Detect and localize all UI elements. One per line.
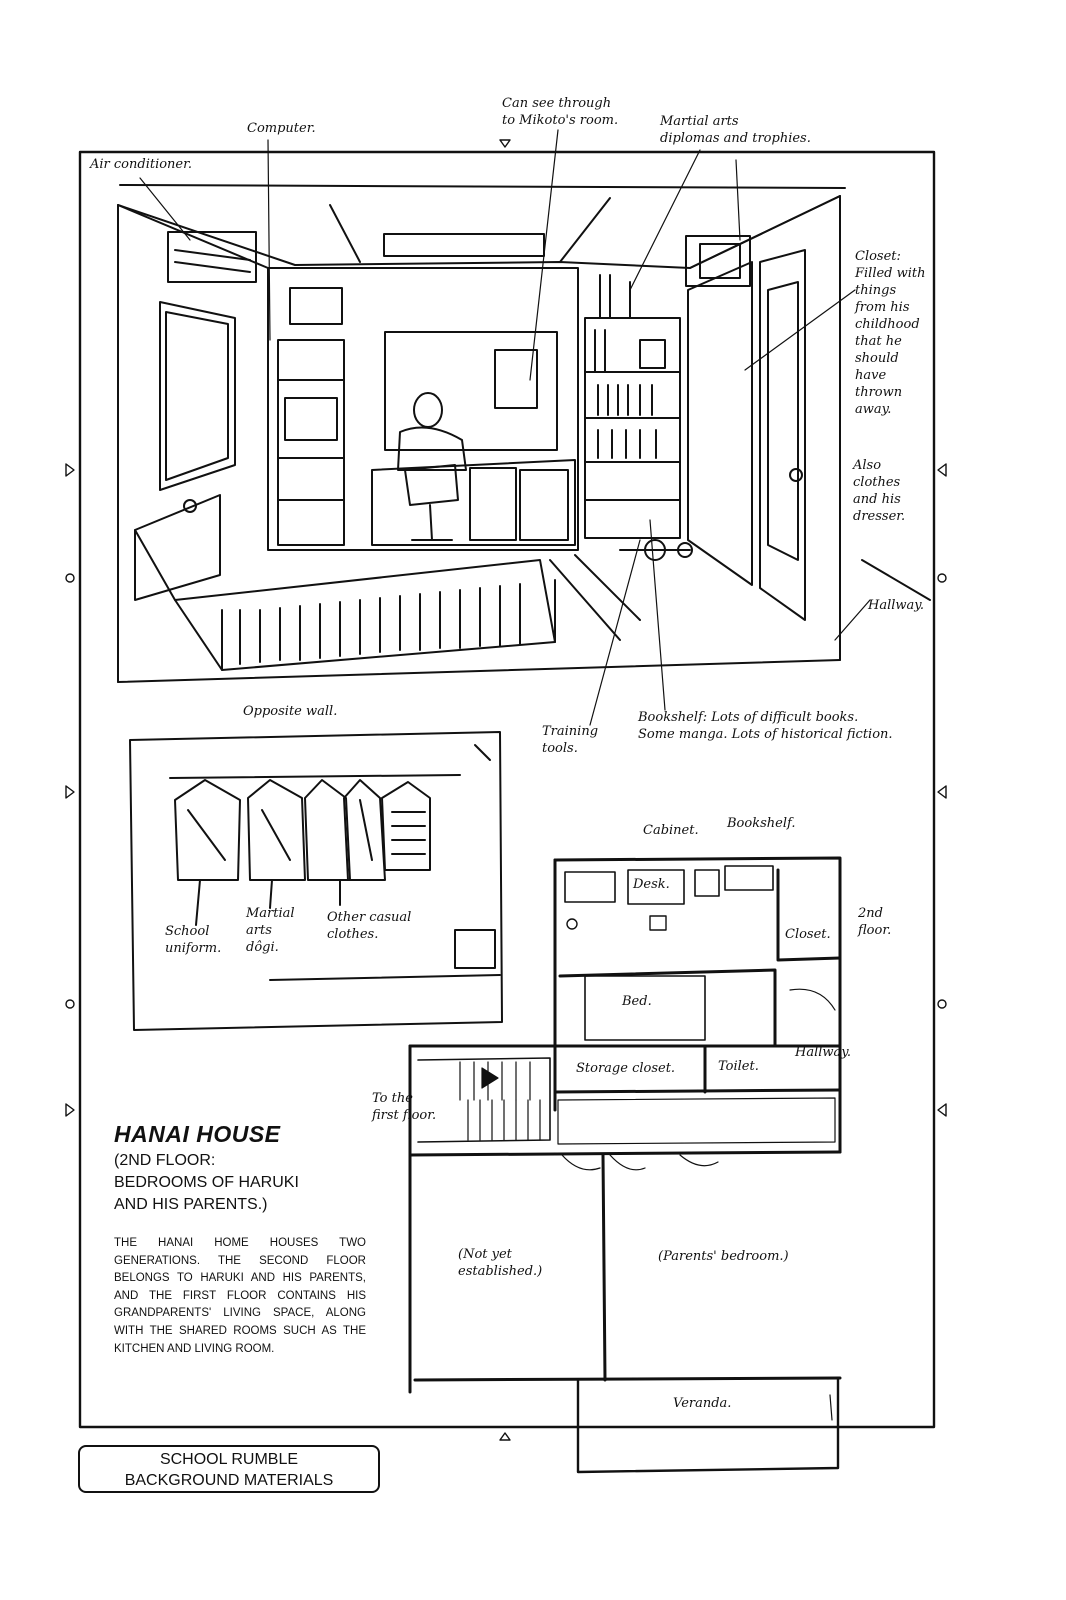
page-subtitle: (2ND FLOOR: BEDROOMS OF HARUKI AND HIS P… (114, 1152, 299, 1213)
floor-plan (408, 856, 842, 1474)
label-bed: Bed. (622, 994, 652, 1009)
series-banner: SCHOOL RUMBLE BACKGROUND MATERIALS (78, 1445, 380, 1493)
label-martial-arts-dogi: Martial arts dôgi. (246, 906, 295, 955)
label-veranda: Veranda. (673, 1396, 732, 1411)
label-bookshelf-note: Bookshelf: Lots of difficult books. Some… (638, 710, 893, 742)
banner-line-1: SCHOOL RUMBLE (159, 1451, 299, 1468)
label-casual-clothes: Other casual clothes. (327, 910, 412, 942)
label-see-through: Can see through to Mikoto's room. (502, 96, 619, 128)
label-bookshelf: Bookshelf. (727, 816, 796, 831)
label-cabinet: Cabinet. (643, 823, 699, 838)
label-parents-bedroom: (Parents' bedroom.) (658, 1249, 789, 1264)
page-frame (78, 150, 936, 1429)
label-hallway-interior: Hallway. (868, 598, 925, 613)
page-description: The Hanai home houses two generations. T… (114, 1237, 366, 1355)
label-hallway-plan: Hallway. (795, 1045, 852, 1060)
label-storage-closet: Storage closet. (576, 1061, 676, 1076)
label-also-clothes: Also clothes and his dresser. (853, 458, 906, 524)
label-closet-note: Closet: Filled with things from his chil… (855, 249, 926, 417)
label-diplomas: Martial arts diplomas and trophies. (660, 114, 811, 146)
wardrobe-sketch (129, 731, 503, 1031)
label-closet: Closet. (785, 927, 831, 942)
leader-lines (139, 129, 871, 726)
label-school-uniform: School uniform. (165, 924, 222, 956)
label-toilet: Toilet. (718, 1059, 759, 1074)
room-interior-sketch (117, 184, 931, 683)
label-air-conditioner: Air conditioner. (90, 157, 193, 172)
label-opposite-wall: Opposite wall. (243, 704, 338, 719)
label-to-first-floor: To the first floor. (372, 1091, 437, 1123)
label-computer: Computer. (247, 121, 316, 136)
label-desk: Desk. (633, 877, 670, 892)
page-title: HANAI HOUSE (114, 1121, 281, 1147)
banner-line-2: BACKGROUND MATERIALS (124, 1472, 334, 1489)
label-training-tools: Training tools. (542, 724, 599, 756)
register-marks (65, 139, 947, 1441)
label-not-yet-established: (Not yet established.) (458, 1247, 543, 1279)
label-second-floor: 2nd floor. (858, 906, 892, 938)
